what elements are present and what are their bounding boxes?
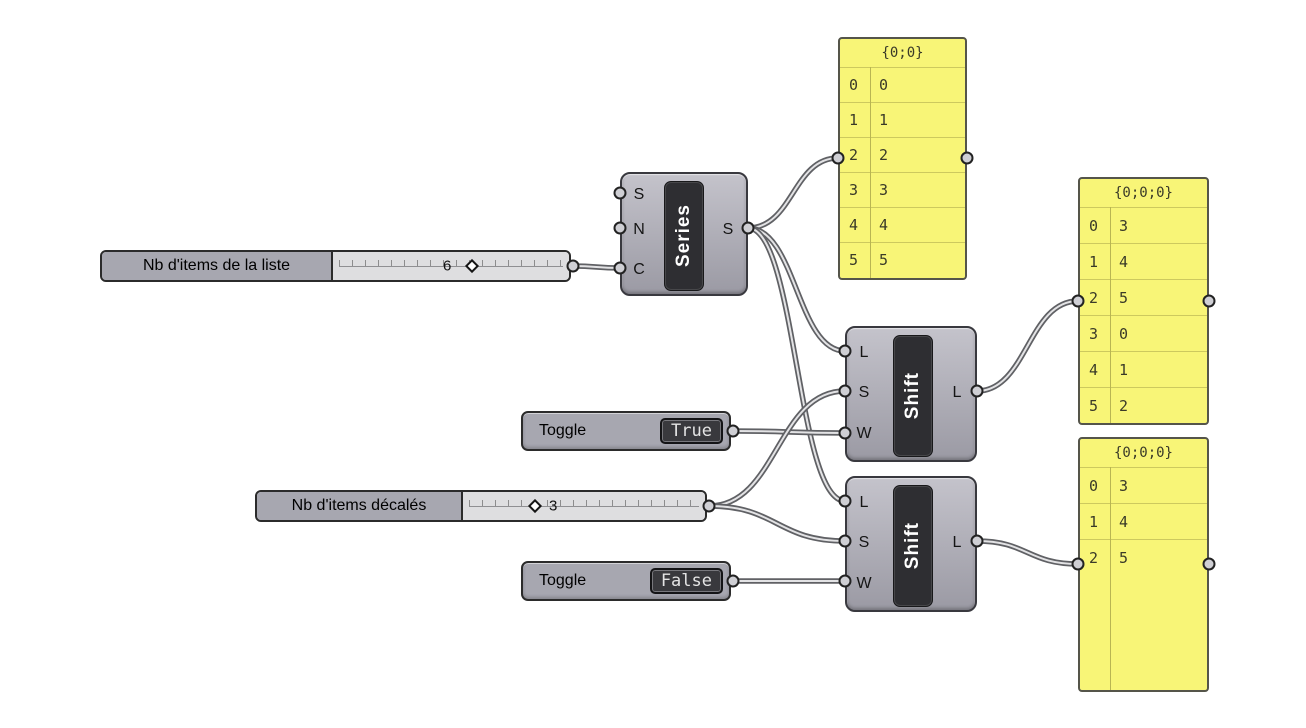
shift2-input-w[interactable]: W <box>856 575 872 592</box>
slider-ticks <box>469 500 699 506</box>
toggle-false-label: Toggle <box>539 572 587 589</box>
shift1-input-w[interactable]: W <box>856 425 872 442</box>
shift-component-nowrap[interactable]: L S W Shift L <box>845 476 977 612</box>
row-value: 1 <box>1119 360 1129 379</box>
row-value: 5 <box>879 251 889 269</box>
shift1-name-capsule[interactable]: Shift <box>893 335 933 457</box>
row-index: 1 <box>1089 252 1099 271</box>
row-value: 0 <box>1119 324 1129 343</box>
series-input-s[interactable]: S <box>633 186 645 203</box>
row-index: 4 <box>849 216 859 234</box>
row-index: 1 <box>849 111 859 129</box>
series-name-capsule[interactable]: Series <box>664 181 704 291</box>
shift1-name-label: Shift <box>902 372 923 420</box>
slider-list-track[interactable]: 6 <box>333 252 569 280</box>
number-slider-shift-count[interactable]: Nb d'items décalés 3 <box>255 490 707 522</box>
series-input-c[interactable]: C <box>633 261 645 278</box>
row-index: 1 <box>1089 512 1099 531</box>
panel2-path-header: {0;0;0} <box>1113 185 1173 201</box>
series-output-s[interactable]: S <box>722 221 734 238</box>
shift1-input-l[interactable]: L <box>859 344 869 361</box>
slider-shift-value: 3 <box>549 497 558 515</box>
slider-list-label: Nb d'items de la liste <box>102 252 333 280</box>
row-value: 2 <box>1119 396 1129 415</box>
row-value: 0 <box>879 76 889 94</box>
row-index: 2 <box>1089 288 1099 307</box>
row-value: 4 <box>879 216 889 234</box>
row-index: 3 <box>1089 324 1099 343</box>
toggle-true-value[interactable]: True <box>660 418 723 444</box>
shift2-input-s[interactable]: S <box>858 534 870 551</box>
slider-rail <box>469 506 699 507</box>
row-index: 3 <box>849 181 859 199</box>
series-component[interactable]: S N C Series S <box>620 172 748 296</box>
row-value: 3 <box>1119 216 1129 235</box>
row-value: 3 <box>879 181 889 199</box>
series-input-n[interactable]: N <box>633 221 645 238</box>
shift1-output-l[interactable]: L <box>952 384 962 401</box>
row-value: 4 <box>1119 252 1129 271</box>
shift2-input-l[interactable]: L <box>859 494 869 511</box>
shift-component-wrap[interactable]: L S W Shift L <box>845 326 977 462</box>
row-index: 2 <box>849 146 859 164</box>
boolean-toggle-true[interactable]: Toggle True <box>521 411 731 451</box>
row-value: 5 <box>1119 288 1129 307</box>
slider-shift-track[interactable]: 3 <box>463 492 705 520</box>
row-index: 0 <box>849 76 859 94</box>
panel1-path-header: {0;0} <box>881 45 924 61</box>
series-name-label: Series <box>673 204 694 268</box>
row-index: 2 <box>1089 548 1099 567</box>
row-index: 5 <box>1089 396 1099 415</box>
row-value: 2 <box>879 146 889 164</box>
shift2-name-label: Shift <box>902 522 923 570</box>
slider-shift-label: Nb d'items décalés <box>257 492 463 520</box>
row-value: 3 <box>1119 476 1129 495</box>
slider-list-value: 6 <box>443 257 452 275</box>
row-index: 0 <box>1089 476 1099 495</box>
slider-ticks <box>339 260 563 266</box>
shift2-name-capsule[interactable]: Shift <box>893 485 933 607</box>
row-index: 0 <box>1089 216 1099 235</box>
row-index: 5 <box>849 251 859 269</box>
boolean-toggle-false[interactable]: Toggle False <box>521 561 731 601</box>
shift1-input-s[interactable]: S <box>858 384 870 401</box>
row-index: 4 <box>1089 360 1099 379</box>
row-value: 1 <box>879 111 889 129</box>
row-value: 4 <box>1119 512 1129 531</box>
slider-rail <box>339 266 563 267</box>
toggle-true-label: Toggle <box>539 422 587 439</box>
toggle-false-value[interactable]: False <box>649 568 723 594</box>
panel3-path-header: {0;0;0} <box>1113 445 1173 461</box>
number-slider-list-count[interactable]: Nb d'items de la liste 6 <box>100 250 571 282</box>
row-value: 5 <box>1119 548 1129 567</box>
shift2-output-l[interactable]: L <box>952 534 962 551</box>
